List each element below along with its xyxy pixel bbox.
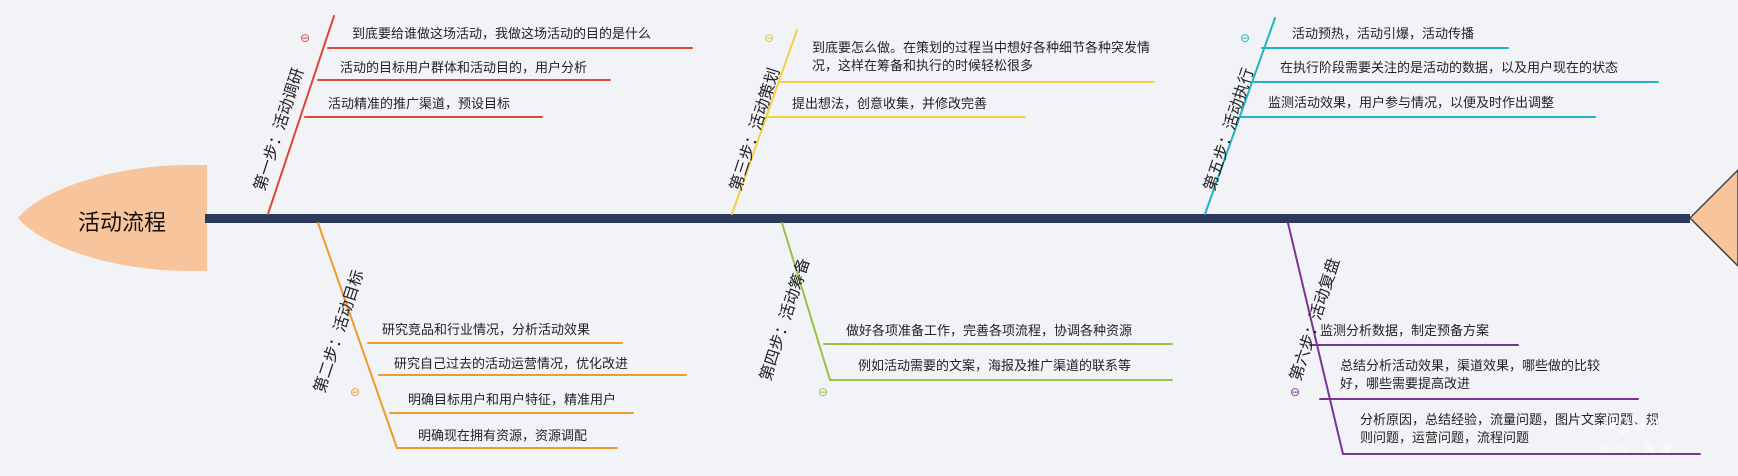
watermark-logo: ugua bbox=[1602, 410, 1662, 435]
branch-bone bbox=[731, 29, 798, 215]
item-step2-1[interactable]: 研究竞品和行业情况，分析活动效果 bbox=[382, 323, 591, 338]
item-step2-2[interactable]: 研究自己过去的活动运营情况，优化改进 bbox=[394, 357, 629, 372]
branch-step4 bbox=[781, 222, 1173, 381]
collapse-toggle-step1[interactable]: ⊖ bbox=[300, 31, 311, 45]
fish-head[interactable] bbox=[18, 165, 207, 271]
branch-step6 bbox=[1287, 222, 1701, 455]
item-step6-2[interactable]: 总结分析活动效果，渠道效果，哪些做的比较好，哪些需要提高改进 bbox=[1340, 359, 1601, 392]
branch-step1 bbox=[267, 15, 693, 215]
item-step1-2[interactable]: 活动的目标用户群体和活动目的，用户分析 bbox=[340, 61, 588, 76]
item-step1-1[interactable]: 到底要给谁做这场活动，我做这场活动的目的是什么 bbox=[352, 27, 652, 42]
collapse-toggle-step6[interactable]: ⊖ bbox=[1290, 385, 1301, 399]
item-step6-3[interactable]: 分析原因，总结经验，流量问题，图片文案问题、规则问题，运营问题，流程问题 bbox=[1360, 413, 1660, 446]
item-step3-2[interactable]: 提出想法，创意收集，并修改完善 bbox=[792, 97, 988, 112]
item-step3-1[interactable]: 到底要怎么做。在策划的过程当中想好各种细节各种突发情况，这样在筹备和执行的时候轻… bbox=[812, 41, 1151, 74]
item-step4-2[interactable]: 例如活动需要的文案，海报及推广渠道的联系等 bbox=[858, 359, 1132, 374]
item-step5-3[interactable]: 监测活动效果，用户参与情况，以便及时作出调整 bbox=[1268, 96, 1555, 111]
item-step5-1[interactable]: 活动预热，活动引爆，活动传播 bbox=[1292, 27, 1475, 42]
branch-bone bbox=[317, 222, 398, 449]
branch-bone bbox=[781, 222, 831, 381]
branch-step5 bbox=[1204, 17, 1659, 215]
collapse-toggle-step4[interactable]: ⊖ bbox=[818, 385, 829, 399]
branch-step2 bbox=[317, 222, 687, 449]
spine bbox=[205, 214, 1690, 223]
branch-bone bbox=[267, 15, 335, 215]
item-step1-3[interactable]: 活动精准的推广渠道，预设目标 bbox=[328, 97, 511, 112]
item-step6-1[interactable]: 监测分析数据，制定预备方案 bbox=[1320, 324, 1490, 339]
item-step2-3[interactable]: 明确目标用户和用户特征，精准用户 bbox=[408, 393, 617, 408]
collapse-toggle-step3[interactable]: ⊖ bbox=[764, 31, 775, 45]
fish-tail bbox=[1688, 168, 1738, 268]
watermark-subtitle: 办公 资源 bbox=[1600, 442, 1678, 455]
collapse-toggle-step5[interactable]: ⊖ bbox=[1240, 31, 1251, 45]
item-step5-2[interactable]: 在执行阶段需要关注的是活动的数据，以及用户现在的状态 bbox=[1280, 61, 1619, 76]
branch-bone bbox=[1287, 222, 1344, 455]
root-title[interactable]: 活动流程 bbox=[78, 211, 167, 236]
item-step4-1[interactable]: 做好各项准备工作，完善各项流程，协调各种资源 bbox=[846, 324, 1133, 339]
collapse-toggle-step2[interactable]: ⊖ bbox=[350, 385, 361, 399]
item-step2-4[interactable]: 明确现在拥有资源，资源调配 bbox=[418, 429, 588, 444]
branch-step3 bbox=[731, 29, 1155, 215]
